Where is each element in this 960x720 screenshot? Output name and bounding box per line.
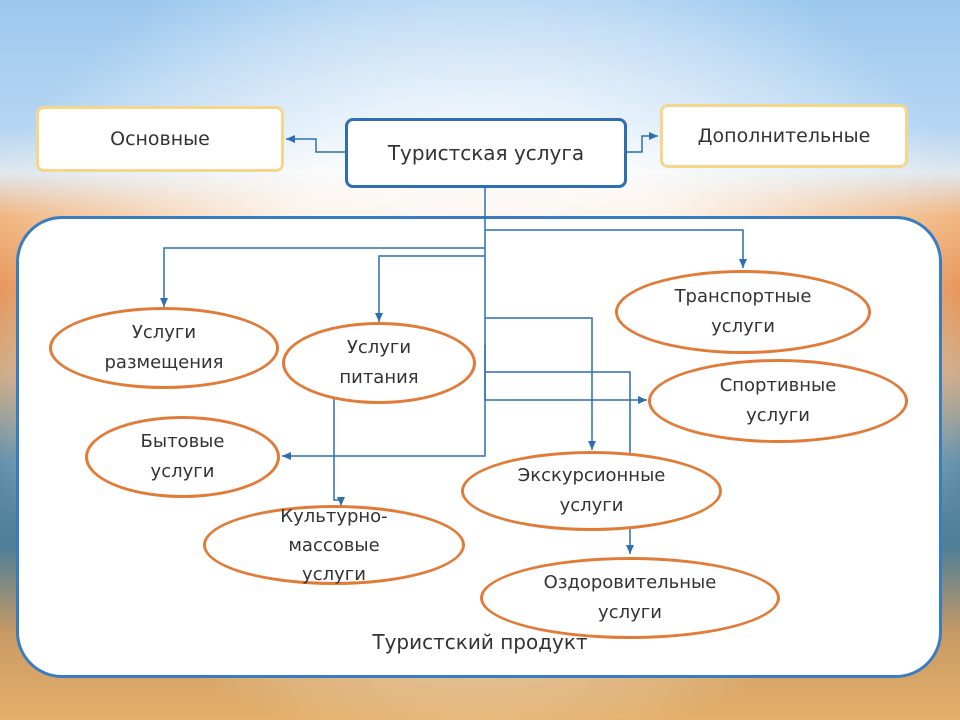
transport-line-1: Транспортные xyxy=(674,286,812,307)
additional-services-label: Дополнительные xyxy=(697,125,871,147)
sport-line-2: услуги xyxy=(746,405,810,426)
tourist-service-box: Туристская услуга xyxy=(345,118,627,188)
health-line-1: Оздоровительные xyxy=(543,572,717,593)
accommodation-line-1: Услуги xyxy=(131,322,197,343)
sport-services-node: Спортивные услуги xyxy=(648,359,908,443)
connector-household xyxy=(282,345,486,460)
cultural-line-3: услуги xyxy=(302,563,366,585)
transport-services-node: Транспортные услуги xyxy=(615,270,871,354)
basic-services-label: Основные xyxy=(110,128,210,150)
transport-line-2: услуги xyxy=(711,316,775,337)
health-line-2: услуги xyxy=(598,602,662,623)
household-services-node: Бытовые услуги xyxy=(85,416,280,498)
connector-excursion xyxy=(485,317,596,450)
connector-basic xyxy=(286,135,345,153)
accommodation-services-node: Услуги размещения xyxy=(49,307,279,389)
connector-transport xyxy=(485,229,747,268)
accommodation-line-2: размещения xyxy=(104,352,224,373)
cultural-line-2: массовые xyxy=(288,534,380,556)
basic-services-box: Основные xyxy=(36,106,284,172)
excursion-services-node: Экскурсионные услуги xyxy=(461,451,722,531)
connector-accommodation xyxy=(160,247,485,307)
sport-line-1: Спортивные xyxy=(719,375,837,396)
household-line-2: услуги xyxy=(150,461,215,482)
health-services-node: Оздоровительные услуги xyxy=(480,557,780,639)
catering-services-node: Услуги питания xyxy=(282,322,476,404)
excursion-line-2: услуги xyxy=(559,495,624,516)
excursion-line-1: Экскурсионные xyxy=(517,465,666,486)
cultural-services-node: Культурно- массовые услуги xyxy=(203,505,465,585)
additional-services-box: Дополнительные xyxy=(660,104,908,168)
connector-cultural xyxy=(333,394,345,506)
tourist-product-label: Туристский продукт xyxy=(372,630,588,654)
tourist-service-label: Туристская услуга xyxy=(387,141,585,165)
catering-line-1: Услуги xyxy=(346,337,412,358)
catering-line-2: питания xyxy=(339,367,419,388)
connector-catering xyxy=(375,255,485,322)
connector-additional xyxy=(627,132,658,153)
household-line-1: Бытовые xyxy=(140,431,225,452)
cultural-line-1: Культурно- xyxy=(280,505,388,527)
